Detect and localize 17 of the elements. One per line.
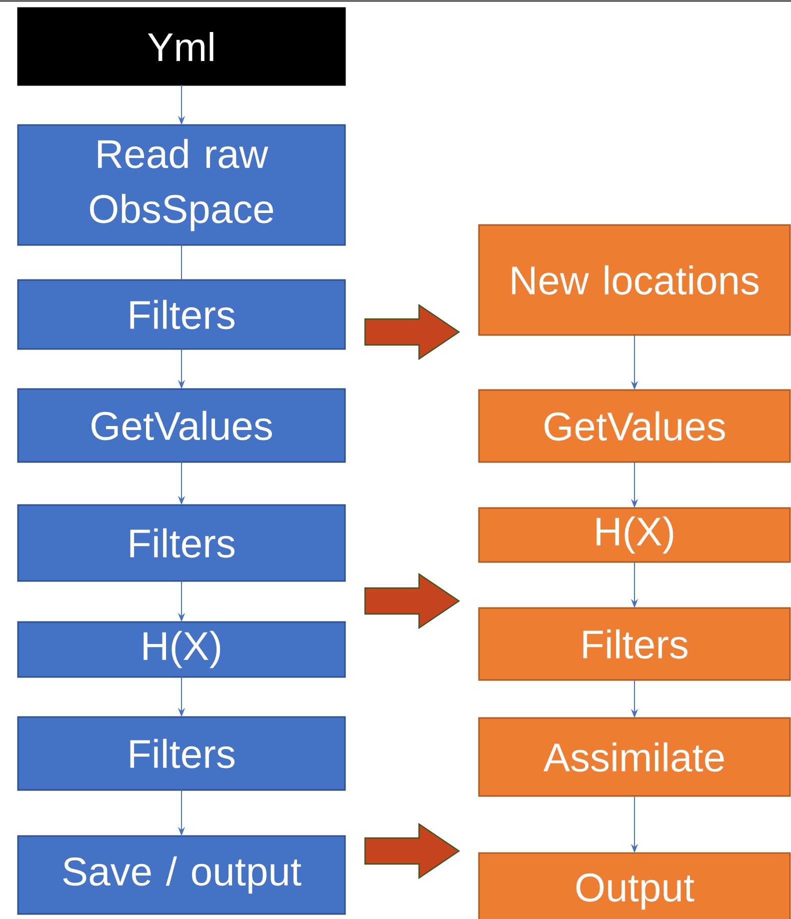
block-arrow bbox=[364, 822, 460, 880]
process-box: New locations bbox=[478, 224, 791, 336]
block-arrow bbox=[364, 572, 460, 630]
block-arrow bbox=[364, 304, 460, 360]
process-box: Yml bbox=[17, 7, 346, 86]
process-box: Filters bbox=[17, 504, 346, 582]
process-box: Filters bbox=[17, 716, 346, 791]
process-box: H(X) bbox=[17, 621, 346, 678]
process-box: Assimilate bbox=[478, 717, 791, 797]
process-box: GetValues bbox=[17, 388, 346, 463]
process-box: Save / output bbox=[17, 835, 346, 915]
process-box: GetValues bbox=[478, 389, 791, 463]
process-box: Filters bbox=[17, 279, 346, 350]
process-box: Read raw ObsSpace bbox=[17, 124, 346, 246]
process-box: Filters bbox=[478, 607, 791, 681]
process-box: Output bbox=[478, 852, 791, 919]
process-box: H(X) bbox=[478, 507, 791, 563]
